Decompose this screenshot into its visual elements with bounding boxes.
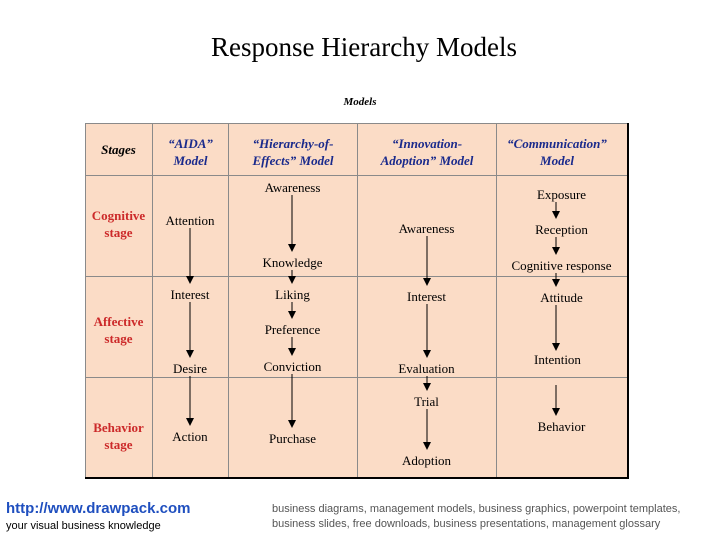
communication-intention: Intention — [534, 352, 581, 367]
innovation-trial: Trial — [414, 394, 439, 409]
stages-header: Stages — [101, 142, 136, 157]
stage-label-cognitive: Cognitive stage — [91, 208, 146, 240]
hierarchy-preference: Preference — [264, 322, 321, 337]
communication-cognitive-response: Cognitive response — [511, 258, 612, 273]
hierarchy-awareness: Awareness — [264, 180, 321, 195]
hierarchy-purchase: Purchase — [269, 431, 316, 446]
innovation-awareness: Awareness — [398, 221, 455, 236]
hierarchy-knowledge: Knowledge — [262, 255, 323, 270]
innovation-adoption: Adoption — [401, 453, 452, 468]
footer-description: business diagrams, management models, bu… — [272, 503, 681, 530]
grid-line — [357, 123, 358, 479]
grid-line — [152, 123, 153, 479]
column-header-hierarchy: “Hierarchy-of-Effects” Model — [252, 136, 334, 168]
column-header-innovation: “Innovation-Adoption” Model — [380, 136, 474, 168]
communication-exposure: Exposure — [536, 187, 587, 202]
hierarchy-liking: Liking — [275, 287, 310, 302]
grid-line — [85, 123, 86, 479]
aida-attention: Attention — [165, 213, 215, 228]
innovation-evaluation: Evaluation — [398, 361, 455, 376]
aida-interest: Interest — [170, 287, 210, 302]
stage-label-behavior: Behavior stage — [93, 420, 144, 452]
stage-label-affective: Affective stage — [93, 314, 144, 346]
hierarchy-conviction: Conviction — [263, 359, 322, 374]
aida-action: Action — [172, 429, 208, 444]
column-header-aida: “AIDA” Model — [168, 136, 213, 168]
grid-line — [228, 123, 229, 479]
footer-url-link[interactable]: http://www.drawpack.com — [6, 500, 191, 517]
innovation-interest: Interest — [407, 289, 446, 304]
page-title: Response Hierarchy Models — [211, 32, 517, 62]
communication-behavior: Behavior — [537, 419, 586, 434]
footer-tagline: your visual business knowledge — [6, 520, 161, 532]
communication-attitude: Attitude — [540, 290, 583, 305]
aida-desire: Desire — [173, 361, 207, 376]
grid-line — [496, 123, 497, 479]
models-header: Models — [343, 96, 377, 108]
communication-reception: Reception — [535, 222, 588, 237]
column-header-communication: “Communication” Model — [507, 136, 607, 168]
